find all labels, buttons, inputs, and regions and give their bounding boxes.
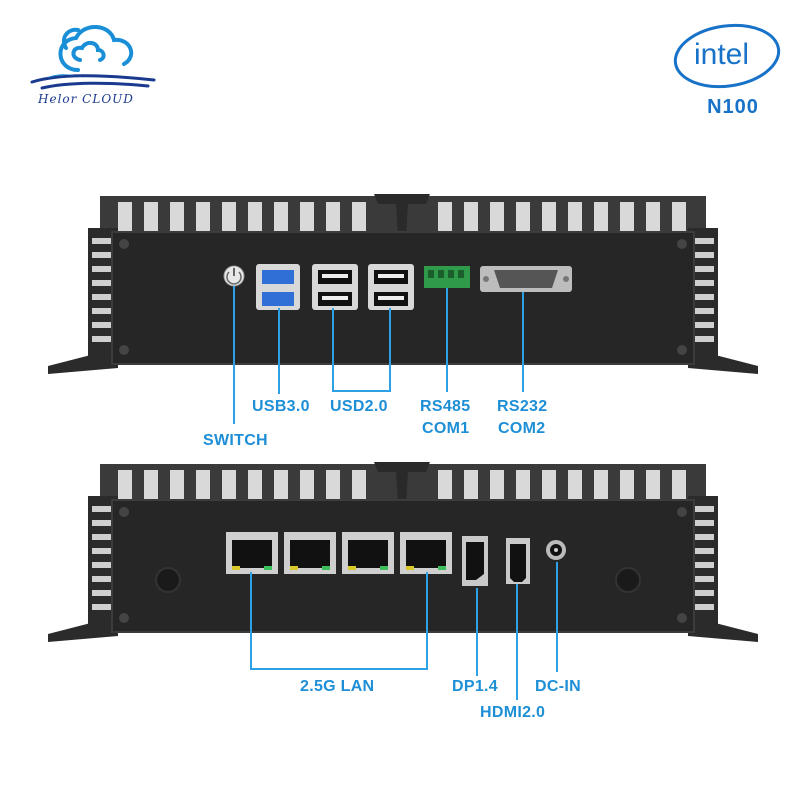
com1-label: COM1 [422,420,470,437]
switch-label: SWITCH [203,432,268,449]
lan-port-3[interactable] [342,532,394,574]
usb3-ports[interactable] [256,264,300,310]
lan-port-2[interactable] [284,532,336,574]
bottom-device-rear-panel [48,462,758,642]
usb2-callout-join [332,390,391,392]
dc-in-jack[interactable] [546,540,566,560]
usb2-callout-left [332,308,334,392]
rs232-callout [522,292,524,392]
switch-callout [233,286,235,424]
hdmi-port[interactable] [506,538,530,584]
rs485-callout [446,288,448,392]
dp-label: DP1.4 [452,678,498,695]
usb2-ports-b[interactable] [368,264,414,310]
dcin-label: DC-IN [535,678,581,695]
hdmi-label: HDMI2.0 [480,704,546,721]
usb2-callout-right [389,308,391,392]
top-device-rear-panel [48,194,758,374]
power-switch[interactable] [223,265,245,287]
intel-wordmark: intel [694,38,749,71]
rs232-port[interactable] [480,266,572,292]
chip-model: N100 [707,96,759,118]
rs485-label: RS485 [420,398,471,415]
displayport[interactable] [462,536,488,586]
rs485-terminal[interactable] [424,266,470,288]
rs232-label: RS232 [497,398,548,415]
brand-logo-text: Helor CLOUD [38,92,134,106]
lan-label: 2.5G LAN [300,678,375,695]
hdmi-callout [516,584,518,700]
intel-logo: intel [673,23,781,89]
lan-port-4[interactable] [400,532,452,574]
lan-port-1[interactable] [226,532,278,574]
lan-callout-right [426,572,428,670]
dcin-callout [556,562,558,672]
helor-cloud-logo [30,25,156,90]
usb3-callout [278,308,280,394]
usb2-label: USD2.0 [330,398,388,415]
dp-callout [476,588,478,676]
lan-callout-left [250,572,252,670]
com2-label: COM2 [498,420,546,437]
usb2-ports-a[interactable] [312,264,358,310]
usb3-label: USB3.0 [252,398,310,415]
lan-callout-join [250,668,428,670]
